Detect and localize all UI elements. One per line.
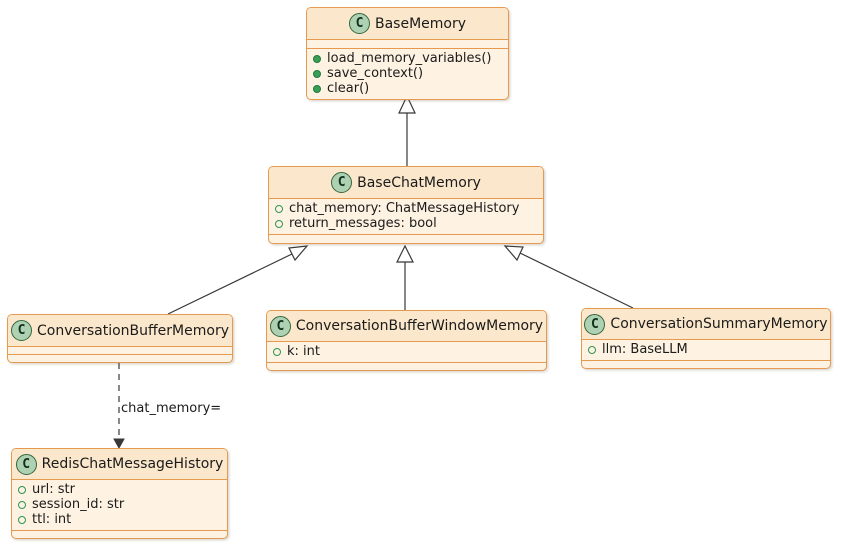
field-item: k: int xyxy=(273,344,538,359)
class-stereotype-icon: C xyxy=(269,315,291,337)
method-visibility-icon xyxy=(313,69,321,78)
field-visibility-icon xyxy=(18,515,26,524)
class-stereotype-icon: C xyxy=(11,320,32,341)
field-label: ttl: int xyxy=(32,512,72,527)
class-name: ConversationBufferMemory xyxy=(37,322,229,339)
class-name: RedisChatMessageHistory xyxy=(41,456,224,472)
field-label: llm: BaseLLM xyxy=(602,342,688,357)
field-label: return_messages: bool xyxy=(289,216,437,231)
field-visibility-icon xyxy=(275,204,283,213)
class-stereotype-icon: C xyxy=(584,313,606,335)
class-conversation-summary-memory: C ConversationSummaryMemory llm: BaseLLM xyxy=(581,308,831,369)
inheritance-arrow-conversationsummarymemory-basechatmemory xyxy=(503,245,634,309)
method-item: load_memory_variables() xyxy=(313,51,500,66)
field-item: url: str xyxy=(18,482,219,497)
fields-section: chat_memory: ChatMessageHistory return_m… xyxy=(269,198,543,234)
class-header: C BaseChatMemory xyxy=(269,167,543,198)
inheritance-arrow-conversationbufferwindowmemory-basechatmemory xyxy=(396,244,414,310)
class-stereotype-icon: C xyxy=(348,13,370,34)
methods-section-empty xyxy=(269,234,543,243)
methods-section-empty xyxy=(267,362,546,370)
class-name: BaseChatMemory xyxy=(357,174,481,191)
class-header: C ConversationSummaryMemory xyxy=(582,309,830,339)
method-visibility-icon xyxy=(313,54,321,63)
field-item: return_messages: bool xyxy=(275,216,535,231)
inheritance-arrow-conversationbuffermemory-basechatmemory xyxy=(167,245,309,315)
class-stereotype-icon: C xyxy=(15,453,37,475)
class-base-chat-memory: C BaseChatMemory chat_memory: ChatMessag… xyxy=(268,166,544,244)
class-base-memory: C BaseMemory load_memory_variables() sav… xyxy=(306,7,509,100)
class-header: C ConversationBufferWindowMemory xyxy=(267,311,546,341)
class-conversation-buffer-window-memory: C ConversationBufferWindowMemory k: int xyxy=(266,310,547,371)
class-stereotype-icon: C xyxy=(331,172,353,193)
class-name: ConversationSummaryMemory xyxy=(610,316,828,332)
inheritance-arrow-basechatmemory-basememory xyxy=(398,94,416,166)
field-item: session_id: str xyxy=(18,497,219,512)
methods-section-empty xyxy=(8,354,232,362)
class-header: C BaseMemory xyxy=(307,8,508,39)
field-label: chat_memory: ChatMessageHistory xyxy=(289,201,520,216)
method-label: load_memory_variables() xyxy=(327,51,492,66)
class-redis-chat-message-history: C RedisChatMessageHistory url: str sessi… xyxy=(11,448,228,539)
method-item: clear() xyxy=(313,81,500,96)
dependency-label: chat_memory= xyxy=(121,401,222,416)
field-visibility-icon xyxy=(273,347,281,356)
field-label: url: str xyxy=(32,482,75,497)
method-label: clear() xyxy=(327,81,370,96)
fields-section-empty xyxy=(307,39,508,48)
class-name: ConversationBufferWindowMemory xyxy=(295,318,544,334)
field-visibility-icon xyxy=(18,485,26,494)
fields-section: k: int xyxy=(267,341,546,362)
field-visibility-icon xyxy=(588,345,596,354)
fields-section: llm: BaseLLM xyxy=(582,339,830,360)
fields-section-empty xyxy=(8,346,232,354)
class-header: C RedisChatMessageHistory xyxy=(12,449,227,479)
method-label: save_context() xyxy=(327,66,424,81)
field-label: session_id: str xyxy=(32,497,125,512)
method-item: save_context() xyxy=(313,66,500,81)
field-visibility-icon xyxy=(275,219,283,228)
methods-section: load_memory_variables() save_context() c… xyxy=(307,48,508,99)
class-name: BaseMemory xyxy=(374,15,467,32)
field-item: ttl: int xyxy=(18,512,219,527)
field-item: chat_memory: ChatMessageHistory xyxy=(275,201,535,216)
method-visibility-icon xyxy=(313,84,321,93)
methods-section-empty xyxy=(12,530,227,538)
class-conversation-buffer-memory: C ConversationBufferMemory xyxy=(7,314,233,363)
class-header: C ConversationBufferMemory xyxy=(8,315,232,346)
field-visibility-icon xyxy=(18,500,26,509)
fields-section: url: str session_id: str ttl: int xyxy=(12,479,227,530)
field-item: llm: BaseLLM xyxy=(588,342,822,357)
methods-section-empty xyxy=(582,360,830,368)
field-label: k: int xyxy=(287,344,320,359)
